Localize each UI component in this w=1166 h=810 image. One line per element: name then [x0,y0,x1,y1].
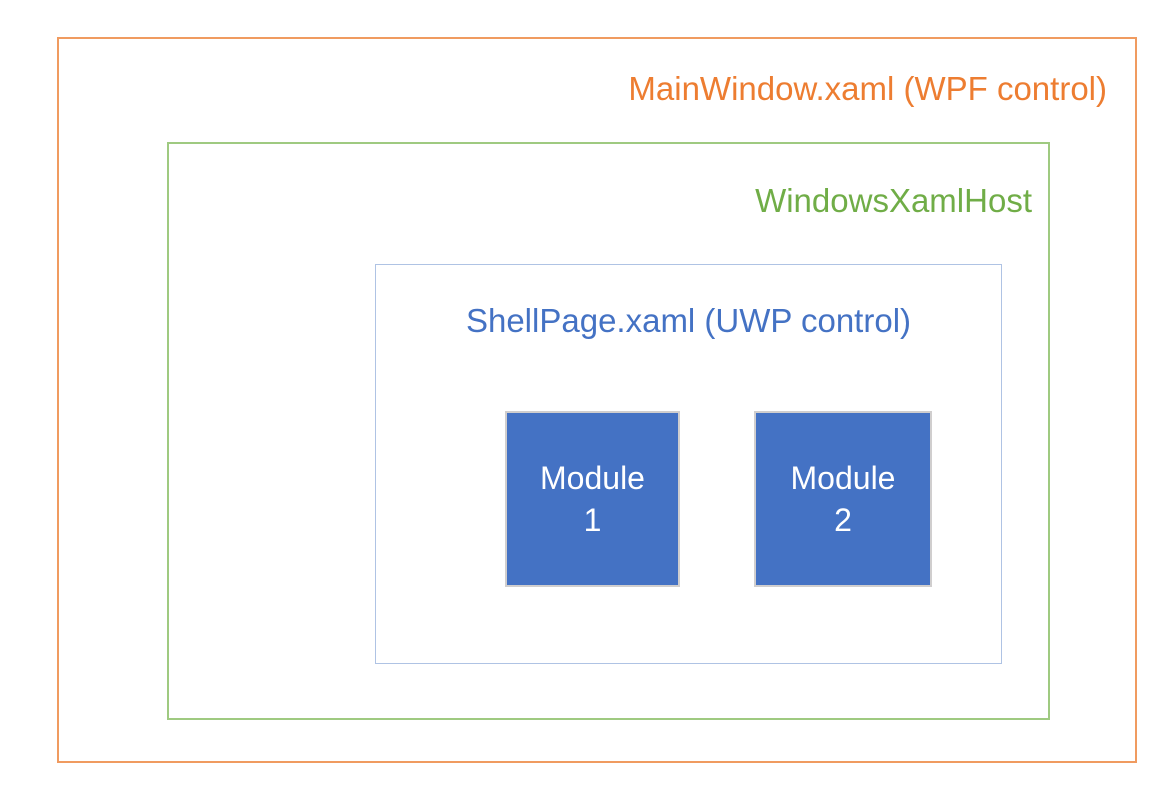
module-2-label-line1: Module [790,459,896,496]
module-1-box: Module 1 [505,411,680,587]
windowsxamlhost-label: WindowsXamlHost [755,182,1032,219]
module-1-label-line2: 1 [583,502,602,538]
windowsxamlhost-box: WindowsXamlHost ShellPage.xaml (UWP cont… [167,142,1050,720]
shellpage-uwp-label: ShellPage.xaml (UWP control) [465,302,912,339]
module-2-box: Module 2 [754,411,932,587]
mainwindow-wpf-box: MainWindow.xaml (WPF control) WindowsXam… [57,37,1137,763]
shellpage-uwp-box: ShellPage.xaml (UWP control) Module 1 Mo… [375,264,1002,664]
mainwindow-wpf-label: MainWindow.xaml (WPF control) [628,70,1107,107]
module-1-label-line1: Module [540,459,645,496]
module-2-label-line2: 2 [834,502,852,538]
